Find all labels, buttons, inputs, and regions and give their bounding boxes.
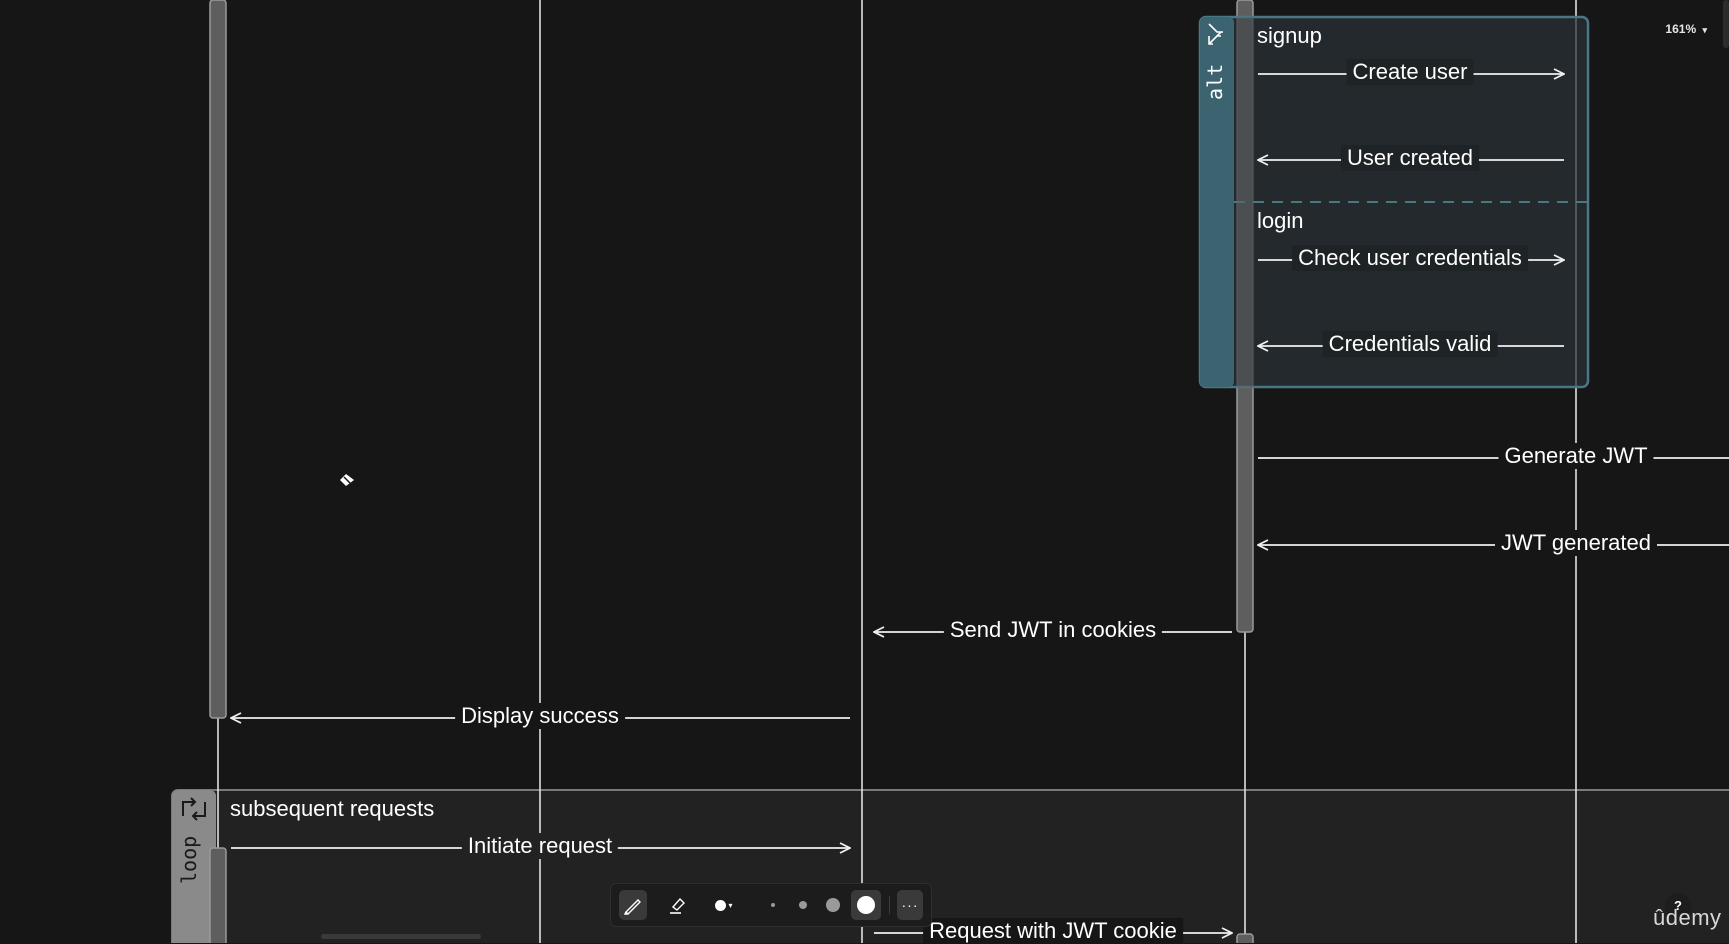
activation-bar-loop-user xyxy=(209,847,227,943)
highlighter-tool-button[interactable] xyxy=(663,890,691,920)
zoom-control[interactable]: 161% ▾ xyxy=(1665,22,1707,36)
loop-icon xyxy=(182,797,206,821)
activation-bar-user xyxy=(209,0,227,719)
vertical-scrollbar[interactable] xyxy=(1723,0,1729,48)
stroke-size-l-button[interactable] xyxy=(851,890,881,920)
message-user-created: User created xyxy=(1341,145,1479,171)
message-check-credentials: Check user credentials xyxy=(1292,245,1528,271)
chevron-down-icon: ▾ xyxy=(728,900,733,910)
horizontal-scrollbar[interactable] xyxy=(321,934,481,939)
alt-tag: alt xyxy=(1203,63,1227,100)
cursor-icon xyxy=(340,474,354,486)
loop-title: subsequent requests xyxy=(230,796,435,821)
message-generate-jwt: Generate JWT xyxy=(1498,443,1654,469)
stroke-size-s-button[interactable] xyxy=(793,890,813,920)
dot-icon xyxy=(771,903,775,907)
activation-bar-loop-server xyxy=(1236,933,1254,943)
udemy-logo: ûdemy xyxy=(1653,905,1722,930)
chevron-down-icon: ▾ xyxy=(1702,25,1707,35)
color-swatch-icon xyxy=(715,899,727,911)
message-display-success: Display success xyxy=(455,703,625,729)
alt-tab xyxy=(1200,17,1234,387)
more-icon: ··· xyxy=(901,897,919,913)
message-create-user: Create user xyxy=(1346,59,1474,85)
message-jwt-generated: JWT generated xyxy=(1494,530,1658,556)
alt-section-title-signup: signup xyxy=(1257,23,1322,48)
dot-icon xyxy=(799,901,807,909)
loop-tag: loop xyxy=(177,835,201,884)
zoom-label: 161% xyxy=(1665,22,1697,36)
loop-tab xyxy=(172,790,216,943)
dot-icon xyxy=(826,898,840,912)
more-options-button[interactable]: ··· xyxy=(897,890,923,920)
color-picker-button[interactable]: ▾ xyxy=(707,890,741,920)
dot-icon xyxy=(857,896,875,914)
toolbar-divider xyxy=(889,896,890,914)
branch-icon xyxy=(1208,23,1223,45)
message-initiate-request: Initiate request xyxy=(461,833,619,859)
stroke-size-xs-button[interactable] xyxy=(763,890,783,920)
drawing-toolbar: ▾ ··· xyxy=(610,883,932,927)
help-button[interactable]: ? xyxy=(1665,893,1691,919)
message-credentials-valid: Credentials valid xyxy=(1322,331,1498,357)
message-request-jwt-cookie: Request with JWT cookie xyxy=(923,918,1183,944)
message-send-jwt: Send JWT in cookies xyxy=(943,617,1163,643)
pen-icon xyxy=(623,899,641,915)
pen-tool-button[interactable] xyxy=(619,890,647,920)
highlighter-icon xyxy=(670,897,685,914)
stroke-size-m-button[interactable] xyxy=(823,890,843,920)
alt-section-title-login: login xyxy=(1257,208,1304,233)
